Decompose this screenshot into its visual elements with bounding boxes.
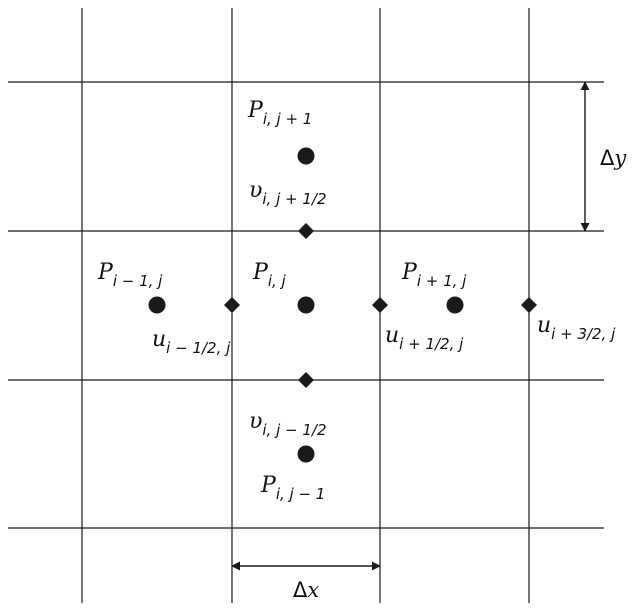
label-p-bottom: Pi, j − 1 — [260, 473, 325, 503]
velocity-node-far-right — [521, 297, 537, 313]
pressure-node-right — [446, 296, 464, 314]
label-p-right: Pi + 1, j — [401, 260, 467, 290]
pressure-node-center — [297, 296, 315, 314]
pressure-nodes — [148, 147, 464, 463]
label-p-center: Pi, j — [252, 260, 287, 290]
label-p-top: Pi, j + 1 — [247, 98, 312, 128]
pressure-node-top — [297, 147, 315, 165]
label-p-left: Pi − 1, j — [97, 260, 163, 290]
velocity-node-top — [298, 223, 314, 239]
label-u-right: ui + 1/2, j — [385, 323, 464, 353]
label-v-top: υi, j + 1/2 — [249, 178, 327, 208]
velocity-node-left — [224, 297, 240, 313]
label-u-far: ui + 3/2, j — [537, 313, 616, 343]
velocity-node-bottom — [298, 372, 314, 388]
velocity-node-right — [372, 297, 388, 313]
label-delta-y: Δy — [600, 146, 627, 170]
velocity-nodes — [224, 223, 537, 388]
label-u-left: ui − 1/2, j — [152, 327, 231, 357]
label-v-bottom: υi, j − 1/2 — [249, 409, 327, 439]
pressure-node-bottom — [297, 445, 315, 463]
pressure-node-left — [148, 296, 166, 314]
label-delta-x: Δx — [293, 578, 319, 602]
